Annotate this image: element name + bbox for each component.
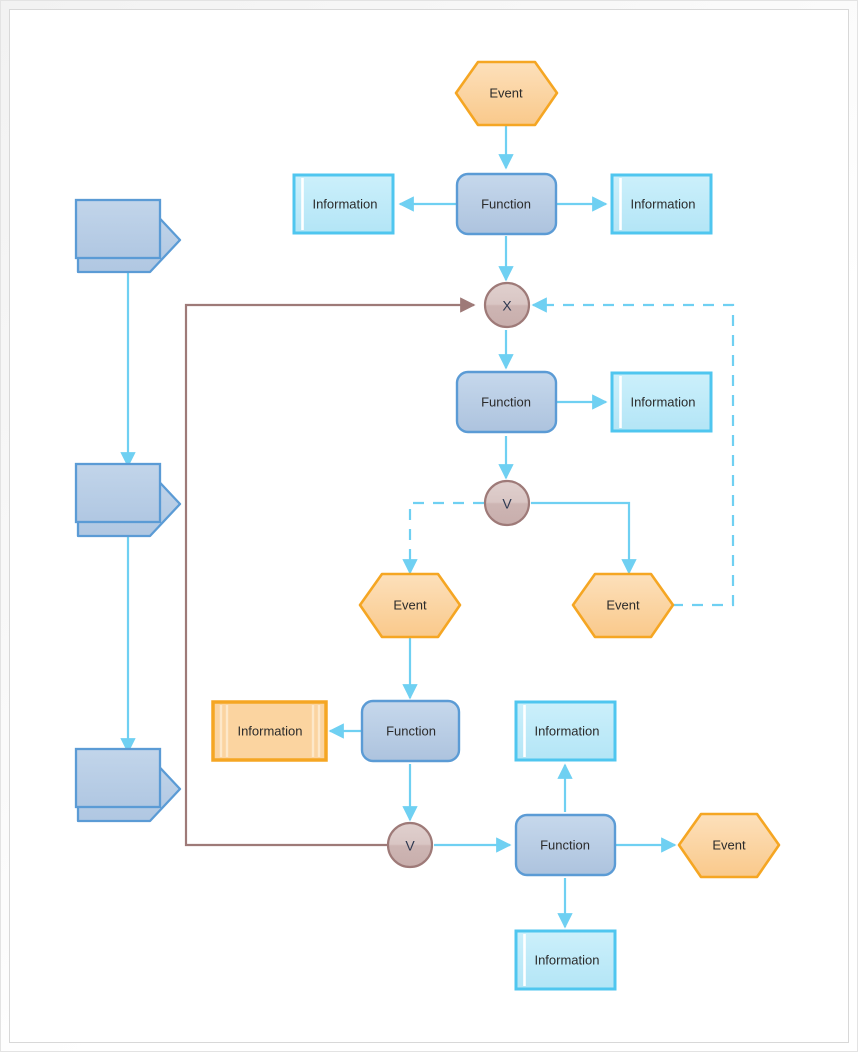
- information-box: [292, 173, 395, 235]
- org-unit-2[interactable]: [74, 462, 182, 538]
- gateway-v-1[interactable]: V: [483, 479, 531, 527]
- information-box: [610, 371, 713, 433]
- event-right[interactable]: Event: [571, 572, 675, 639]
- information-bottom[interactable]: Information: [514, 929, 617, 991]
- information-right-2[interactable]: Information: [610, 371, 713, 433]
- information-box: [610, 173, 713, 235]
- function-box: [514, 813, 617, 877]
- gateway-x[interactable]: X: [483, 281, 531, 329]
- org-unit-front-rect: [74, 462, 162, 524]
- organization-unit-layer: [74, 198, 182, 823]
- event-hexagon: [358, 572, 462, 639]
- connector-layer: [120, 125, 735, 929]
- function-4[interactable]: Function: [514, 813, 617, 877]
- event-top[interactable]: Event: [454, 60, 559, 127]
- function-3[interactable]: Function: [360, 699, 461, 763]
- information-top-2[interactable]: Information: [514, 700, 617, 762]
- event-hexagon: [454, 60, 559, 127]
- org-unit-3[interactable]: [74, 747, 182, 823]
- gateway-layer: X V V: [386, 281, 531, 869]
- event-bottom-right[interactable]: Event: [677, 812, 781, 879]
- gateway-v-2[interactable]: V: [386, 821, 434, 869]
- information-box: [514, 929, 617, 991]
- org-unit-1[interactable]: [74, 198, 182, 274]
- function-box: [455, 370, 558, 434]
- function-layer: Function Function Function Function: [360, 172, 617, 877]
- event-left[interactable]: Event: [358, 572, 462, 639]
- org-unit-front-rect: [74, 747, 162, 809]
- gateway-circle: [483, 479, 531, 527]
- information-box: [514, 700, 617, 762]
- function-1[interactable]: Function: [455, 172, 558, 236]
- gateway-circle: [483, 281, 531, 329]
- connector-gateway-v-2-to-gateway-x-return[interactable]: [184, 297, 476, 847]
- function-box: [455, 172, 558, 236]
- information-right-1[interactable]: Information: [610, 173, 713, 235]
- org-unit-front-rect: [74, 198, 162, 260]
- event-hexagon: [571, 572, 675, 639]
- gateway-circle: [386, 821, 434, 869]
- connector-event-right-loop-to-gateway-x[interactable]: [531, 297, 735, 607]
- connector-gateway-v-1-to-event-left[interactable]: [402, 501, 484, 575]
- information-selected[interactable]: Information: [211, 700, 328, 762]
- event-hexagon: [677, 812, 781, 879]
- information-left-1[interactable]: Information: [292, 173, 395, 235]
- function-box: [360, 699, 461, 763]
- event-layer: Event Event Event Event: [358, 60, 781, 879]
- connector-gateway-v-1-to-event-right[interactable]: [531, 501, 637, 575]
- information-box-selected: [211, 700, 328, 762]
- function-2[interactable]: Function: [455, 370, 558, 434]
